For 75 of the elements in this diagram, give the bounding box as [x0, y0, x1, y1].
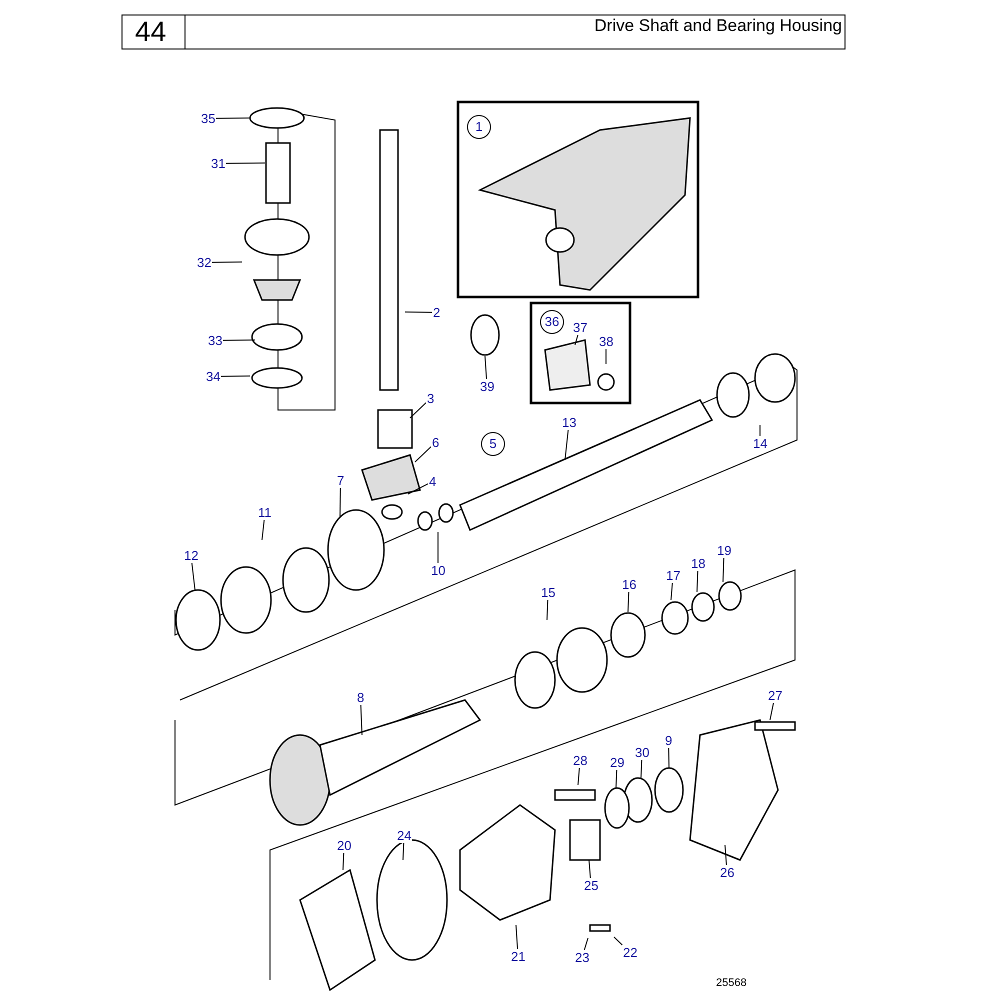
- callout-number: 26: [719, 865, 736, 880]
- callout-number: 38: [598, 334, 614, 349]
- callout-number: 23: [574, 950, 590, 965]
- leader-line: [546, 600, 548, 620]
- leader-line: [770, 702, 774, 720]
- callout-number: 11: [257, 505, 272, 520]
- callout-number: 2: [432, 305, 442, 320]
- leader-line: [588, 860, 591, 878]
- callout-number: 31: [210, 156, 226, 171]
- callout-number: 18: [690, 556, 706, 571]
- callout-number: 19: [716, 543, 732, 558]
- circled-number: 36: [540, 310, 564, 334]
- leader-line: [668, 748, 670, 768]
- page-number: 44: [135, 15, 166, 49]
- callout-number: 37: [572, 320, 588, 335]
- leader-line: [222, 340, 256, 341]
- callout-number: 29: [609, 755, 626, 770]
- leader-line: [722, 558, 724, 582]
- leader-line: [402, 842, 404, 860]
- callout-number: 6: [431, 435, 440, 450]
- callout-number: 39: [479, 379, 496, 394]
- callout-number: 32: [196, 255, 212, 270]
- leader-line: [404, 312, 432, 313]
- leader-line: [410, 402, 426, 418]
- callout-number: 21: [510, 949, 526, 964]
- callout-number: 35: [200, 111, 216, 126]
- leader-line: [628, 592, 630, 612]
- leader-line: [414, 446, 432, 462]
- callout-number: 16: [621, 577, 638, 592]
- callout-number: 20: [336, 838, 352, 853]
- callout-number: 10: [430, 563, 446, 578]
- callout-number: 13: [561, 415, 578, 430]
- callout-number: 27: [767, 688, 784, 703]
- callout-number: 14: [752, 436, 768, 451]
- leader-line: [220, 376, 250, 377]
- leader-line: [516, 924, 518, 950]
- leader-line: [578, 768, 580, 786]
- leader-line: [564, 430, 569, 460]
- leader-line: [584, 938, 588, 950]
- circled-number: 1: [467, 115, 491, 139]
- leader-line: [670, 582, 673, 600]
- leader-line: [360, 704, 362, 736]
- leader-line: [226, 162, 266, 164]
- leader-line: [614, 936, 623, 946]
- callout-number: 24: [396, 828, 412, 843]
- callout-number: 12: [183, 548, 200, 563]
- callout-number: 3: [426, 391, 436, 406]
- callout-number: 28: [572, 753, 588, 768]
- leader-line: [216, 118, 250, 119]
- leader-line: [484, 356, 487, 380]
- leader-line: [640, 760, 642, 778]
- callout-number: 8: [356, 690, 366, 705]
- callout-number: 15: [540, 585, 556, 600]
- callout-number: 30: [634, 745, 650, 760]
- figure-number: 25568: [716, 977, 747, 989]
- leader-line: [574, 334, 578, 346]
- callout-number: 7: [336, 473, 346, 488]
- leader-line: [696, 570, 698, 592]
- leader-line: [408, 483, 428, 494]
- callout-number: 33: [207, 333, 224, 348]
- callout-number: 4: [428, 474, 438, 489]
- circled-number: 5: [481, 432, 505, 456]
- callout-number: 22: [622, 945, 638, 960]
- callout-number: 9: [664, 733, 674, 748]
- leader-line: [342, 852, 344, 870]
- leader-line: [616, 770, 618, 788]
- title: Drive Shaft and Bearing Housing: [594, 16, 842, 36]
- callout-number: 17: [665, 568, 682, 583]
- leader-line: [340, 488, 341, 518]
- leader-line: [212, 262, 242, 263]
- leader-line: [262, 520, 265, 540]
- callout-number: 34: [205, 369, 222, 384]
- callout-number: 25: [583, 878, 600, 893]
- leader-line: [191, 562, 196, 590]
- leader-line: [724, 844, 727, 866]
